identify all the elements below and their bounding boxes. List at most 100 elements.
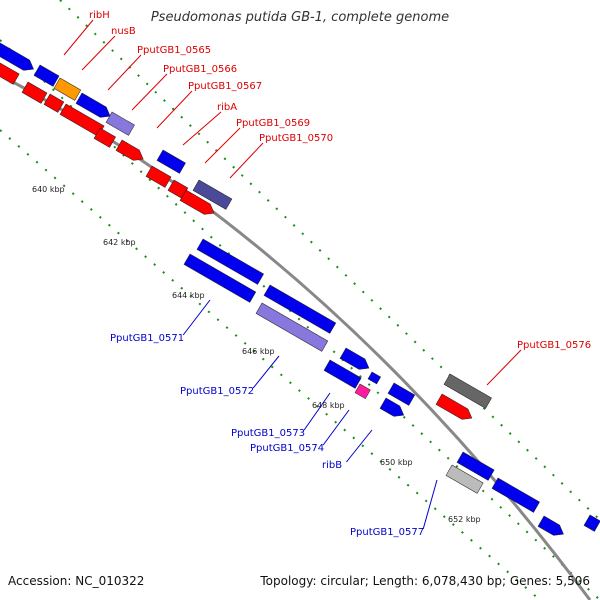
kbp-label: 652 kbp xyxy=(448,515,481,524)
gene-blue-c xyxy=(75,92,111,118)
gene-blue-f xyxy=(183,253,257,303)
gene-label-riba: ribA xyxy=(217,102,237,113)
gene-red-c-shape xyxy=(43,93,65,113)
gene-red-b-shape xyxy=(21,81,48,104)
leader-line xyxy=(182,299,211,336)
gene-red-e-shape xyxy=(93,127,116,148)
tick-row-1 xyxy=(0,129,541,600)
gene-label-pputgb1-0566: PputGB1_0566 xyxy=(163,64,237,75)
leader-line xyxy=(63,19,94,56)
gene-blue-p xyxy=(583,514,600,532)
kbp-label: 642 kbp xyxy=(103,238,136,247)
leader-line xyxy=(156,90,193,129)
leader-line xyxy=(322,409,350,446)
kbp-label: 650 kbp xyxy=(380,458,413,467)
genome-backbone xyxy=(0,73,592,600)
gene-indigo-shape xyxy=(192,179,233,210)
gene-magenta-shape xyxy=(354,383,371,400)
gene-gray-shape xyxy=(443,373,492,409)
gene-violet-b xyxy=(255,302,329,352)
gene-blue-l-shape xyxy=(379,397,405,417)
gene-red-e xyxy=(93,127,116,148)
leader-line xyxy=(346,429,373,463)
gene-label-pputgb1-0570: PputGB1_0570 xyxy=(259,133,333,144)
gene-blue-i xyxy=(367,371,382,385)
gene-red-i-shape xyxy=(179,189,215,215)
gene-label-pputgb1-0572: PputGB1_0572 xyxy=(180,386,254,397)
gene-label-pputgb1-0577: PputGB1_0577 xyxy=(350,527,424,538)
gene-red-f xyxy=(115,139,144,161)
gene-red-j-shape xyxy=(435,393,473,420)
gene-violet-b-shape xyxy=(255,302,329,352)
genome-summary: Topology: circular; Length: 6,078,430 bp… xyxy=(260,574,590,588)
leader-line xyxy=(303,392,331,431)
gene-red-g xyxy=(145,165,172,188)
leader-line xyxy=(486,349,522,386)
gene-label-pputgb1-0565: PputGB1_0565 xyxy=(137,45,211,56)
leader-line xyxy=(204,127,241,164)
leader-line xyxy=(229,142,264,179)
gene-gray xyxy=(443,373,492,409)
gene-blue-i-shape xyxy=(367,371,382,385)
gene-blue-d-shape xyxy=(156,149,186,174)
gene-label-pputgb1-0573: PputGB1_0573 xyxy=(231,428,305,439)
map-title: Pseudomonas putida GB-1, complete genome xyxy=(150,10,450,25)
gene-label-pputgb1-0574: PputGB1_0574 xyxy=(250,443,324,454)
gene-blue-e xyxy=(196,238,264,285)
gene-label-pputgb1-0576: PputGB1_0576 xyxy=(517,340,591,351)
gene-blue-o xyxy=(537,515,564,536)
gene-label-pputgb1-0569: PputGB1_0569 xyxy=(236,118,310,129)
gene-blue-h-shape xyxy=(339,347,370,370)
gene-red-a-shape xyxy=(0,59,20,85)
gene-label-pputgb1-0571: PputGB1_0571 xyxy=(110,333,184,344)
tick-row-2 xyxy=(59,0,600,521)
gene-red-b xyxy=(21,81,48,104)
gene-red-a xyxy=(0,59,20,85)
gene-blue-a-shape xyxy=(0,39,34,71)
gene-ribh-box xyxy=(53,77,82,101)
gene-label-nusb: nusB xyxy=(111,26,136,37)
gene-blue-f-shape xyxy=(183,253,257,303)
leader-line xyxy=(422,479,438,530)
gene-blue-d xyxy=(156,149,186,174)
gene-blue-b-shape xyxy=(33,64,60,87)
gene-blue-m xyxy=(456,451,495,481)
gene-violet-shape xyxy=(105,111,135,136)
gene-violet xyxy=(105,111,135,136)
gene-blue-e-shape xyxy=(196,238,264,285)
leader-line xyxy=(131,73,168,111)
leader-line xyxy=(252,355,280,389)
gene-blue-n-shape xyxy=(491,477,540,513)
gene-blue-k-shape xyxy=(387,382,416,406)
gene-blue-m-shape xyxy=(456,451,495,481)
gene-blue-a xyxy=(0,39,34,71)
gene-blue-j-shape xyxy=(323,359,362,389)
gene-blue-g-shape xyxy=(263,284,337,334)
gene-blue-k xyxy=(387,382,416,406)
kbp-label: 644 kbp xyxy=(172,291,205,300)
gene-ribh-box-shape xyxy=(53,77,82,101)
gene-indigo xyxy=(192,179,233,210)
gene-blue-b xyxy=(33,64,60,87)
gene-blue-n xyxy=(491,477,540,513)
gene-label-pputgb1-0567: PputGB1_0567 xyxy=(188,81,262,92)
kbp-label: 640 kbp xyxy=(32,185,65,194)
gene-red-j xyxy=(435,393,473,420)
leader-line xyxy=(107,54,142,91)
kbp-label: 648 kbp xyxy=(312,401,345,410)
gene-label-ribh: ribH xyxy=(89,10,110,21)
gene-blue-j xyxy=(323,359,362,389)
gene-blue-c-shape xyxy=(75,92,111,118)
gene-blue-g xyxy=(263,284,337,334)
gene-lightgray xyxy=(445,464,484,494)
gene-blue-p-shape xyxy=(583,514,600,532)
gene-red-g-shape xyxy=(145,165,172,188)
gene-label-ribb: ribB xyxy=(322,460,342,471)
leader-line xyxy=(81,35,116,71)
gene-red-c xyxy=(43,93,65,113)
gene-red-f-shape xyxy=(115,139,144,161)
accession-label: Accession: NC_010322 xyxy=(8,574,145,588)
gene-blue-o-shape xyxy=(537,515,564,536)
